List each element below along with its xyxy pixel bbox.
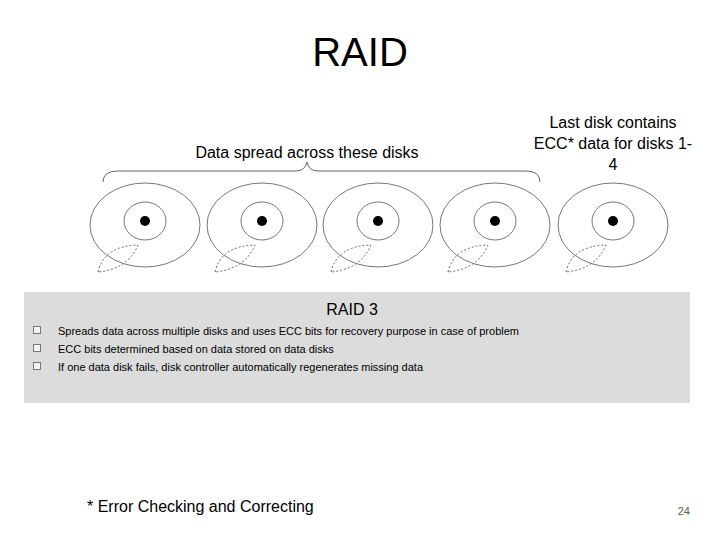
bullet-text: If one data disk fails, disk controller …: [58, 358, 423, 376]
read-head: [98, 245, 138, 272]
curly-brace: [103, 162, 540, 182]
bullet-item: Spreads data across multiple disks and u…: [24, 322, 680, 340]
disk-platter: [323, 183, 433, 267]
read-head: [448, 245, 488, 272]
slide-title: RAID: [0, 28, 720, 76]
disk-hub: [241, 202, 283, 240]
disk-spindle: [257, 216, 267, 226]
read-head: [215, 245, 255, 272]
disk-spindle: [140, 216, 150, 226]
disk-platter: [440, 183, 550, 267]
page-number: 24: [640, 504, 690, 518]
bullet-text: ECC bits determined based on data stored…: [58, 340, 334, 358]
disk-spindle: [490, 216, 500, 226]
disk-hub: [474, 202, 516, 240]
disk-hub: [592, 202, 634, 240]
panel-heading: RAID 3: [24, 300, 680, 320]
bullet-marker: [33, 344, 41, 352]
bullet-item: If one data disk fails, disk controller …: [24, 358, 680, 376]
read-head: [331, 245, 371, 272]
bullet-text: Spreads data across multiple disks and u…: [58, 322, 519, 340]
disk-group: [90, 183, 668, 272]
bullet-marker: [33, 362, 41, 370]
disk-platter: [558, 183, 668, 267]
footnote: * Error Checking and Correcting: [87, 497, 487, 517]
bullet-item: ECC bits determined based on data stored…: [24, 340, 680, 358]
bullet-marker: [33, 326, 41, 334]
disk-platter: [90, 183, 200, 267]
group-label: Data spread across these disks: [157, 143, 457, 163]
disk-hub: [124, 202, 166, 240]
disk-platter: [207, 183, 317, 267]
ecc-disk-label: Last disk contains ECC* data for disks 1…: [533, 112, 693, 175]
disk-hub: [357, 202, 399, 240]
read-head: [566, 245, 606, 272]
disk-spindle: [608, 216, 618, 226]
disk-spindle: [373, 216, 383, 226]
info-panel: RAID 3 Spreads data across multiple disks…: [24, 292, 690, 403]
